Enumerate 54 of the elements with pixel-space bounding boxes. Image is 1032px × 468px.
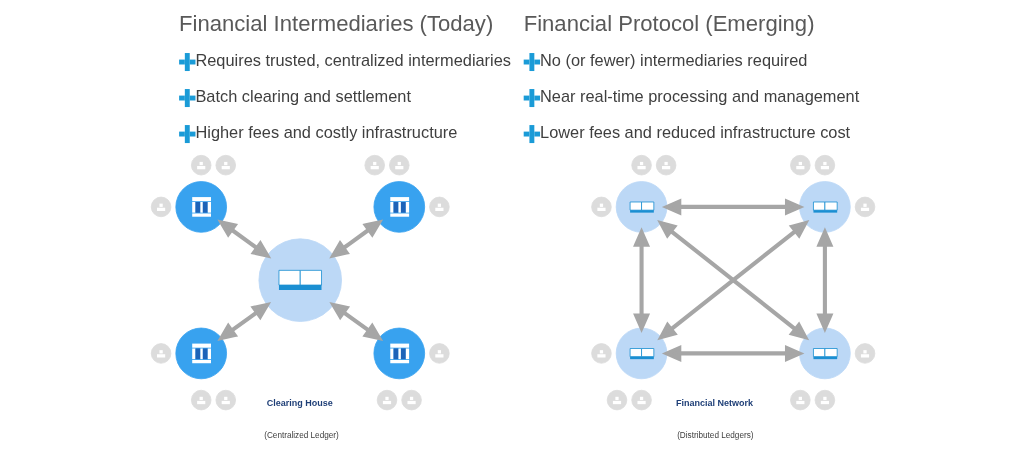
arrow xyxy=(661,344,805,362)
node-person xyxy=(814,389,836,411)
node-person xyxy=(790,389,811,411)
label: (Distributed Ledgers) xyxy=(677,431,754,441)
node-circle xyxy=(799,181,851,233)
node-circle xyxy=(615,327,668,380)
node-person xyxy=(631,154,652,176)
arrow xyxy=(217,219,272,259)
arrow xyxy=(657,220,810,341)
node-person xyxy=(215,154,236,176)
node-circle xyxy=(175,181,227,233)
node-circle xyxy=(799,327,851,380)
node-person xyxy=(150,196,172,218)
node-circle xyxy=(258,238,342,322)
node-person xyxy=(401,389,422,411)
node-circle xyxy=(373,327,426,380)
node-circle xyxy=(615,181,668,233)
node-person xyxy=(190,389,212,411)
node-circle xyxy=(175,327,227,380)
node-person xyxy=(190,154,212,176)
arrow xyxy=(633,227,651,333)
arrow xyxy=(217,302,272,341)
label: Higher fees and costly infrastructure xyxy=(195,123,458,142)
label: Batch clearing and settlement xyxy=(195,87,411,106)
node-person xyxy=(854,196,876,218)
label: Requires trusted, centralized intermediaries xyxy=(195,51,511,70)
node-person xyxy=(591,196,612,218)
arrow xyxy=(329,219,384,259)
node-person xyxy=(429,196,450,218)
label: Financial Intermediaries (Today) xyxy=(179,11,494,37)
node-circle xyxy=(373,181,426,233)
arrow xyxy=(329,302,384,341)
node-person xyxy=(364,154,385,176)
label: Financial Network xyxy=(675,398,753,409)
node-person xyxy=(429,343,450,364)
node-person xyxy=(389,154,410,176)
label: Lower fees and reduced infrastructure cost xyxy=(540,123,851,142)
node-person xyxy=(606,389,628,411)
label: No (or fewer) intermediaries required xyxy=(540,51,808,70)
node-person xyxy=(150,343,172,364)
label: Near real-time processing and management xyxy=(540,87,860,106)
node-person xyxy=(215,389,236,411)
label: (Centralized Ledger) xyxy=(264,431,339,441)
node-person xyxy=(655,154,677,176)
node-person xyxy=(854,343,876,364)
node-person xyxy=(790,154,811,176)
label: Clearing House xyxy=(266,398,333,409)
node-person xyxy=(376,389,398,411)
node-person xyxy=(591,343,612,364)
label: Financial Protocol (Emerging) xyxy=(523,11,815,37)
node-person xyxy=(631,389,652,411)
arrow xyxy=(816,227,834,333)
node-person xyxy=(814,154,836,176)
arrow xyxy=(661,198,805,216)
